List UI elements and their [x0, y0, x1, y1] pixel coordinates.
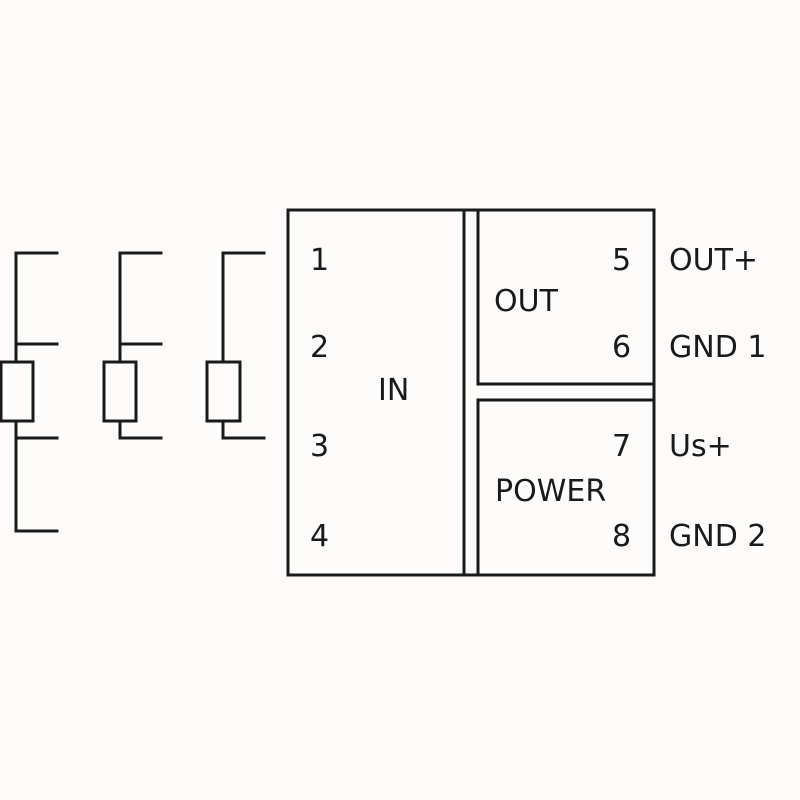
resistor-symbol [102, 360, 138, 423]
wire [14, 419, 59, 533]
terminal-label-gnd1: GND 1 [669, 330, 766, 365]
terminal-label-gnd2: GND 2 [669, 519, 766, 554]
resistor-symbol [0, 360, 35, 423]
terminal-label-out-plus: OUT+ [669, 243, 758, 278]
sensor-4-wire [0, 251, 59, 533]
terminal-number: 1 [310, 243, 329, 278]
wire [118, 251, 163, 364]
sensor-3-wire [102, 251, 163, 440]
wire [221, 251, 266, 364]
wire [221, 419, 266, 440]
terminal-number: 2 [310, 330, 329, 365]
wire [118, 419, 163, 440]
sensor-2-wire [205, 251, 266, 440]
terminal-number: 6 [612, 330, 631, 365]
terminal-number: 5 [612, 243, 631, 278]
terminal-label-us-plus: Us+ [669, 429, 732, 464]
section-label-power: POWER [495, 474, 606, 509]
resistor-symbol [205, 360, 242, 423]
wire [14, 251, 59, 364]
section-label-out: OUT [494, 284, 559, 319]
terminal-number: 3 [310, 429, 329, 464]
module-outline [286, 208, 656, 577]
terminal-number: 4 [310, 519, 329, 554]
section-label-in: IN [378, 373, 409, 408]
out-section-box [476, 208, 656, 386]
terminal-number: 7 [612, 429, 631, 464]
power-section-box [476, 398, 656, 577]
terminal-number: 8 [612, 519, 631, 554]
